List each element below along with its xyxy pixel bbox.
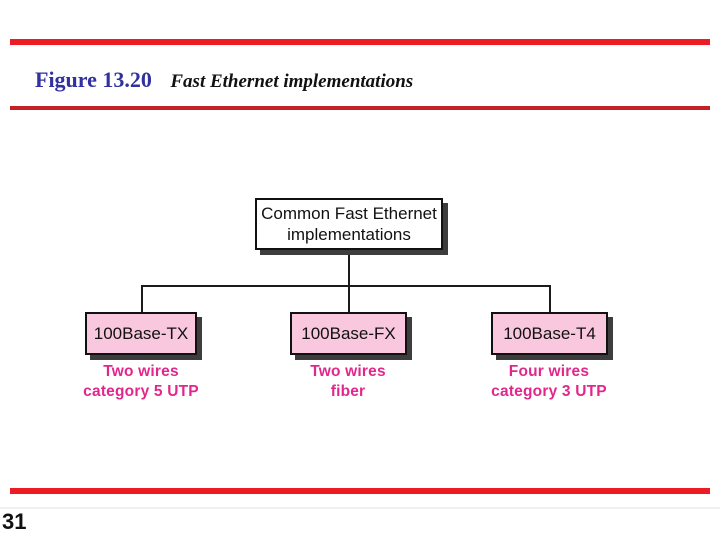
mid-red-rule: [10, 106, 710, 110]
page-number: 31: [2, 509, 27, 534]
node-100base-fx: 100Base-FX: [290, 312, 407, 355]
caption-100base-tx: Two wires category 5 UTP: [83, 363, 199, 400]
figure-title: Fast Ethernet implementations: [170, 71, 414, 92]
connector-root-vertical: [348, 250, 350, 286]
figure-heading: Figure 13.20 Fast Ethernet implementatio…: [35, 67, 413, 93]
faint-divider: [0, 507, 720, 509]
caption-100base-fx: Two wires fiber: [310, 363, 386, 400]
connector-drop-right: [549, 285, 551, 312]
node-100base-tx: 100Base-TX: [85, 312, 197, 355]
node-100base-t4: 100Base-T4: [491, 312, 608, 355]
figure-label: Figure 13.20: [35, 67, 152, 92]
connector-drop-left: [141, 285, 143, 312]
caption-100base-t4: Four wires category 3 UTP: [491, 363, 607, 400]
top-red-rule: [10, 39, 710, 45]
connector-drop-middle: [348, 285, 350, 312]
connector-horizontal: [141, 285, 551, 287]
bottom-red-rule: [10, 488, 710, 494]
root-node-common-fast-ethernet: Common Fast Ethernet implementations: [255, 198, 443, 250]
